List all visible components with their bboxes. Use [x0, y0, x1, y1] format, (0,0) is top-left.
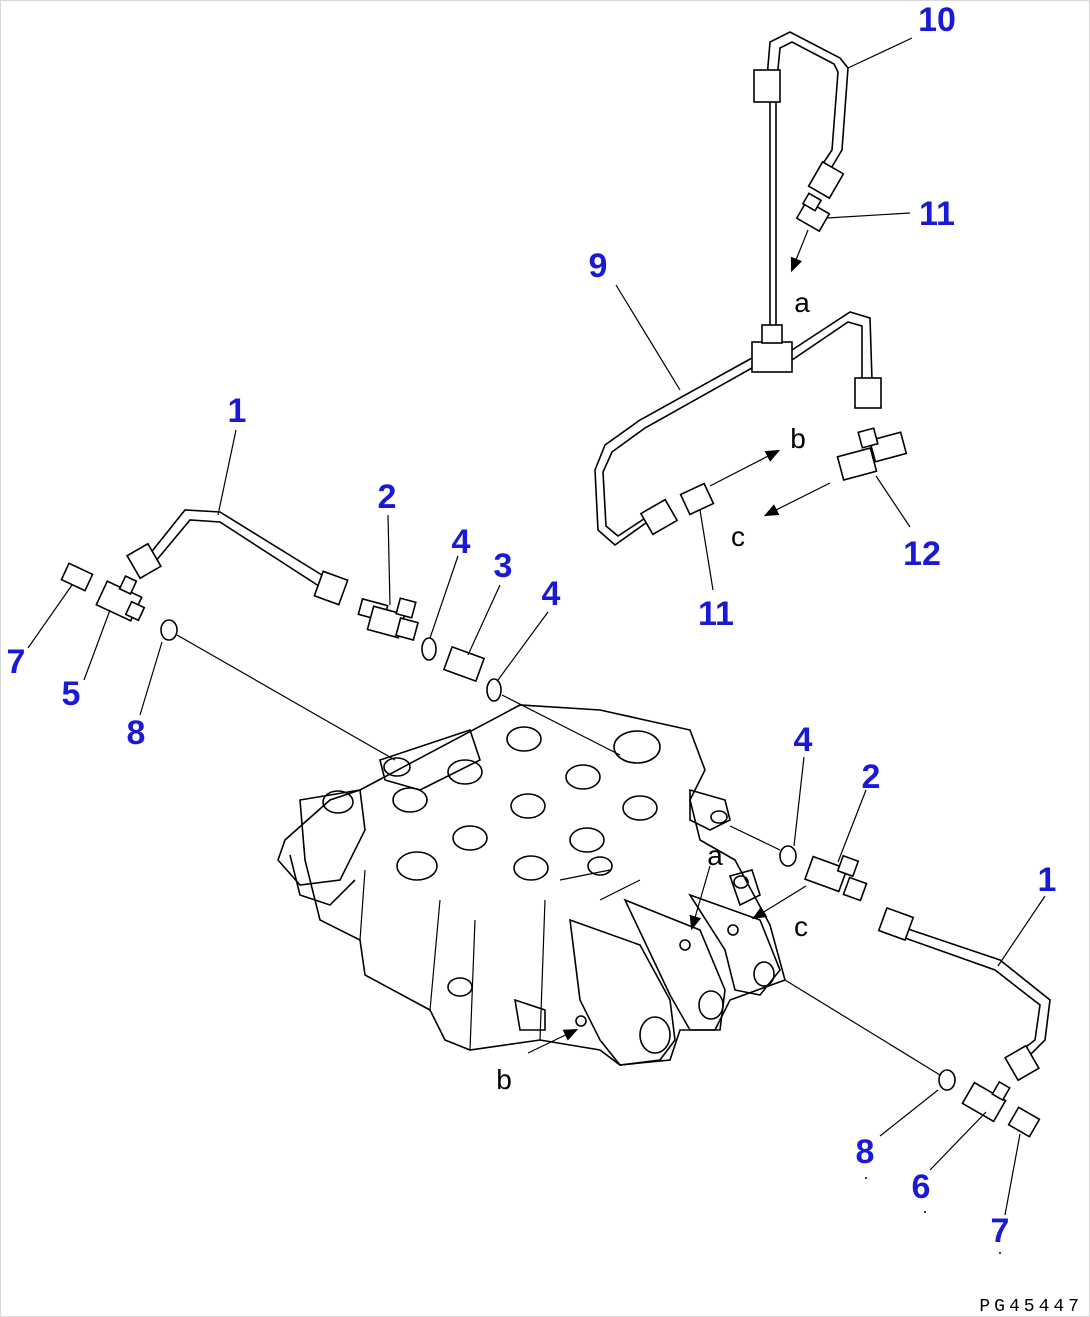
pipe-9-left-fitting	[639, 498, 679, 536]
callout-4-right: 4	[794, 721, 813, 759]
pipe-10-top-fitting	[753, 69, 781, 103]
pipe-1-left-end-fitting	[126, 542, 162, 580]
callout-1-right: 1	[1038, 861, 1057, 899]
plug-7-left	[60, 562, 94, 592]
port-c-top: c	[731, 521, 745, 552]
pipe-1-right-fitting-bottom	[1004, 1044, 1040, 1082]
upper-pipe-assembly	[594, 31, 913, 591]
connection-arrows	[527, 229, 831, 1054]
elbow-fitting-6	[961, 1080, 1011, 1123]
spool-holes	[392, 726, 661, 881]
pipe-9-right-fitting	[854, 377, 882, 409]
port-b-valve: b	[496, 1064, 512, 1095]
pipe-1-right-end-fitting	[313, 570, 349, 606]
callout-4-b: 4	[542, 575, 561, 613]
callout-11-top: 11	[919, 195, 955, 233]
port-a-top: a	[794, 287, 810, 318]
o-ring-4-right	[779, 845, 797, 867]
o-ring-8-right	[938, 1069, 956, 1091]
port-c-valve: c	[794, 911, 808, 942]
elbow-fitting-11-bottom	[679, 482, 715, 516]
port-b-top: b	[790, 423, 806, 454]
pipe-1-right-fitting-top	[877, 906, 915, 942]
o-ring-8-left	[160, 619, 178, 641]
callout-11-bottom: 11	[698, 595, 734, 633]
drawing-code: PG45447	[979, 1297, 1083, 1317]
port-labels: a b c a c b	[496, 287, 810, 1095]
callout-8-right: 8	[856, 1133, 875, 1171]
callout-4-a: 4	[452, 523, 471, 561]
callout-3: 3	[494, 547, 513, 585]
control-valve	[277, 704, 786, 1066]
callout-8-left: 8	[127, 714, 146, 752]
callout-9: 9	[589, 247, 608, 285]
elbow-fitting-11-top	[795, 192, 831, 233]
union-fitting-3	[442, 645, 486, 683]
callout-2-left: 2	[378, 478, 397, 516]
plug-7-right	[1007, 1106, 1041, 1138]
callout-leaders	[27, 429, 1046, 1216]
callout-2-right: 2	[862, 758, 881, 796]
o-ring-4b	[486, 678, 502, 702]
left-pipe-assembly	[60, 509, 621, 761]
callout-5: 5	[62, 675, 81, 713]
elbow-fitting-5	[95, 575, 146, 622]
tee-fitting-12	[836, 427, 908, 481]
pipe-10-bottom-fitting	[807, 160, 845, 200]
callout-1-left: 1	[228, 392, 247, 430]
callout-numbers: 10 11 9 12 11 1 2 4 3 4 7 5 8 4 2 1 8 6 …	[7, 1, 1057, 1250]
right-pipe-assembly	[729, 825, 1051, 1138]
callout-6: 6	[912, 1168, 931, 1206]
tee-fitting-2-right	[803, 854, 868, 902]
tee-block-9	[751, 324, 793, 373]
callout-10: 10	[918, 1, 956, 39]
callout-12: 12	[903, 535, 941, 573]
o-ring-4	[421, 637, 437, 661]
tee-fitting-2	[357, 597, 420, 642]
baseline-marks	[865, 1177, 1001, 1254]
port-a-valve: a	[707, 840, 723, 871]
callout-7-left: 7	[7, 643, 26, 681]
callout-7-right: 7	[991, 1212, 1010, 1250]
